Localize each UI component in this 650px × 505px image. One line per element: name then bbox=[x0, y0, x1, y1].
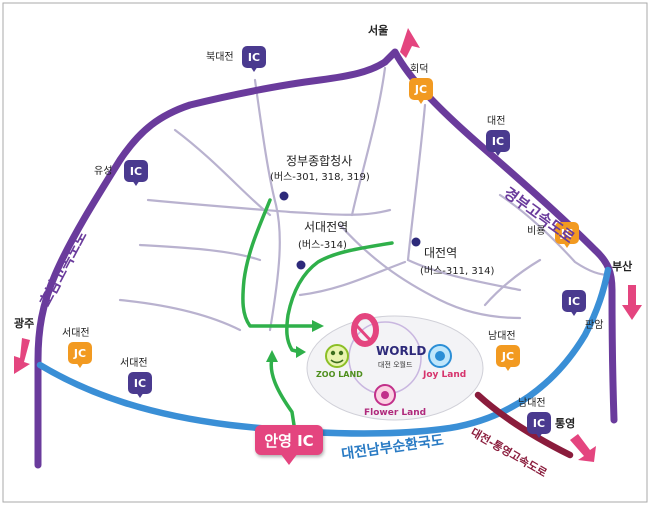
joy-land-label: Joy Land bbox=[423, 370, 467, 380]
government-stop-dot bbox=[279, 191, 289, 201]
flower-land-icon bbox=[374, 384, 396, 406]
oworld-subtitle: 대전 오월드 bbox=[378, 361, 413, 369]
busan-arrow-icon bbox=[622, 285, 642, 320]
daejeon-ic-marker[interactable]: IC bbox=[486, 130, 510, 158]
hoedeok-label: 회덕 bbox=[410, 64, 429, 75]
seodaejeon-ic-marker[interactable]: IC bbox=[128, 372, 152, 400]
anyoung-ic-badge[interactable]: 안영 IC bbox=[255, 425, 323, 455]
daejeon-ic-label: 대전 bbox=[487, 116, 506, 127]
nam-daejeon-ic-label: 남대전 bbox=[518, 398, 546, 409]
bukdaejeon-ic-marker[interactable]: IC bbox=[242, 46, 266, 74]
seodaejeon-jc-marker[interactable]: JC bbox=[68, 342, 92, 370]
gwangju-label: 광주 bbox=[14, 317, 35, 330]
seodaejeon-jc-label: 서대전 bbox=[62, 328, 90, 339]
bus-route-arrows bbox=[266, 320, 324, 362]
nam-daejeon-jc-label: 남대전 bbox=[488, 331, 516, 342]
daejeon-station-label: 대전역 bbox=[424, 246, 458, 260]
daejeon-station-bus-label: (버스-311, 314) bbox=[420, 266, 495, 277]
hoedeok-jc-marker[interactable]: JC bbox=[409, 78, 433, 106]
tongyeong-arrow-icon bbox=[570, 434, 596, 462]
nam-daejeon-jc-marker[interactable]: JC bbox=[496, 345, 520, 373]
seoul-arrow-icon bbox=[400, 28, 420, 58]
honam-expressway bbox=[34, 58, 389, 469]
bus-routes bbox=[241, 198, 394, 427]
biryong-jc-marker[interactable]: JC bbox=[555, 222, 579, 250]
tongyeong-expressway bbox=[474, 391, 574, 459]
joy-land-icon bbox=[428, 344, 452, 368]
oworld-logo bbox=[351, 313, 379, 347]
tongyeong-label: 통영 bbox=[555, 417, 576, 430]
seodaejeon-station-bus-label: (버스-314) bbox=[298, 240, 347, 251]
panam-label: 판암 bbox=[585, 320, 604, 331]
oworld-park-area bbox=[306, 315, 484, 421]
zoo-land-label: ZOO LAND bbox=[316, 370, 363, 379]
bukdaejeon-label: 북대전 bbox=[206, 52, 234, 63]
nam-daejeon-ic-marker[interactable]: IC bbox=[527, 412, 551, 440]
busan-label: 부산 bbox=[612, 260, 633, 273]
biryong-label: 비룡 bbox=[527, 226, 546, 237]
oworld-title: WORLD bbox=[376, 344, 427, 358]
gwangju-arrow-icon bbox=[14, 338, 30, 374]
zoo-land-icon bbox=[325, 344, 349, 368]
flower-land-label: Flower Land bbox=[364, 408, 427, 418]
ring-road bbox=[36, 266, 612, 437]
government-complex-label: 정부종합청사 bbox=[286, 154, 353, 168]
seodaejeon-station-dot bbox=[296, 260, 306, 270]
direction-arrows bbox=[14, 28, 642, 462]
seodaejeon-ic-label: 서대전 bbox=[120, 358, 148, 369]
seodaejeon-station-label: 서대전역 bbox=[304, 220, 349, 234]
yuseong-label: 유성 bbox=[94, 166, 113, 177]
seoul-label: 서울 bbox=[368, 24, 389, 37]
yuseong-ic-marker[interactable]: IC bbox=[124, 160, 148, 188]
anyoung-ic-pointer bbox=[280, 453, 298, 465]
panam-ic-marker[interactable]: IC bbox=[562, 290, 586, 318]
daejeon-station-dot bbox=[411, 237, 421, 247]
government-bus-label: (버스-301, 318, 319) bbox=[270, 172, 370, 183]
